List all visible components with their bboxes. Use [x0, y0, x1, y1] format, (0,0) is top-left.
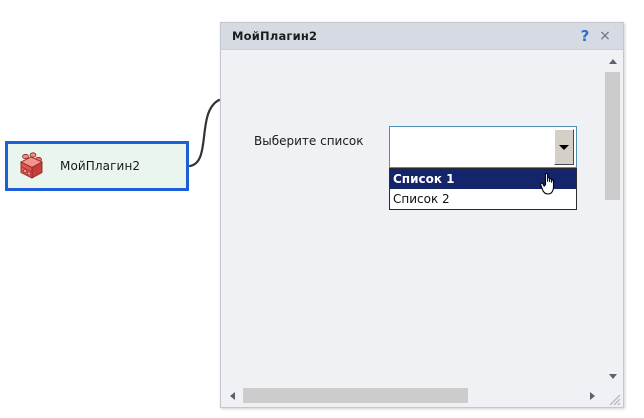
vertical-scrollbar[interactable]: [604, 53, 621, 385]
dropdown-option-1[interactable]: Список 1: [390, 169, 576, 189]
resize-grip-icon[interactable]: [607, 391, 621, 406]
horizontal-scrollbar[interactable]: [224, 387, 601, 404]
select-list-label: Выберите список: [254, 134, 364, 148]
node-to-dialog-connector-path: [188, 98, 221, 168]
graph-node-myplugin2[interactable]: МойПлагин2: [5, 141, 189, 191]
triangle-up-icon: [608, 59, 617, 64]
help-icon[interactable]: ?: [580, 26, 590, 45]
dialog-title: МойПлагин2: [232, 29, 318, 43]
horizontal-scrollbar-thumb[interactable]: [243, 388, 468, 403]
titlebar-buttons: ? ×: [576, 27, 623, 45]
graph-node-label: МойПлагин2: [60, 159, 141, 173]
scroll-left-button[interactable]: [224, 387, 241, 404]
combobox-dropdown-button[interactable]: [554, 129, 574, 165]
triangle-left-icon: [230, 391, 235, 400]
dialog-client-area: Выберите список Список 1 Список 2: [221, 50, 623, 407]
triangle-down-icon: [608, 374, 617, 379]
dialog-titlebar[interactable]: МойПлагин2 ? ×: [221, 23, 623, 50]
list-combobox[interactable]: [389, 126, 577, 168]
scroll-down-button[interactable]: [604, 368, 621, 385]
close-icon[interactable]: ×: [599, 28, 611, 44]
scroll-up-button[interactable]: [604, 53, 621, 70]
vertical-scrollbar-thumb[interactable]: [605, 72, 620, 200]
combobox-value[interactable]: [390, 127, 554, 167]
plugin-cube-icon: [16, 151, 46, 181]
scroll-right-button[interactable]: [584, 387, 601, 404]
plugin-dialog-window[interactable]: МойПлагин2 ? × Выберите список Список 1 …: [220, 22, 624, 408]
chevron-down-icon: [559, 144, 569, 150]
dropdown-option-2[interactable]: Список 2: [393, 192, 450, 206]
list-combobox-wrapper: [389, 126, 577, 168]
combobox-dropdown-list[interactable]: Список 1 Список 2: [389, 168, 577, 210]
triangle-right-icon: [590, 391, 595, 400]
